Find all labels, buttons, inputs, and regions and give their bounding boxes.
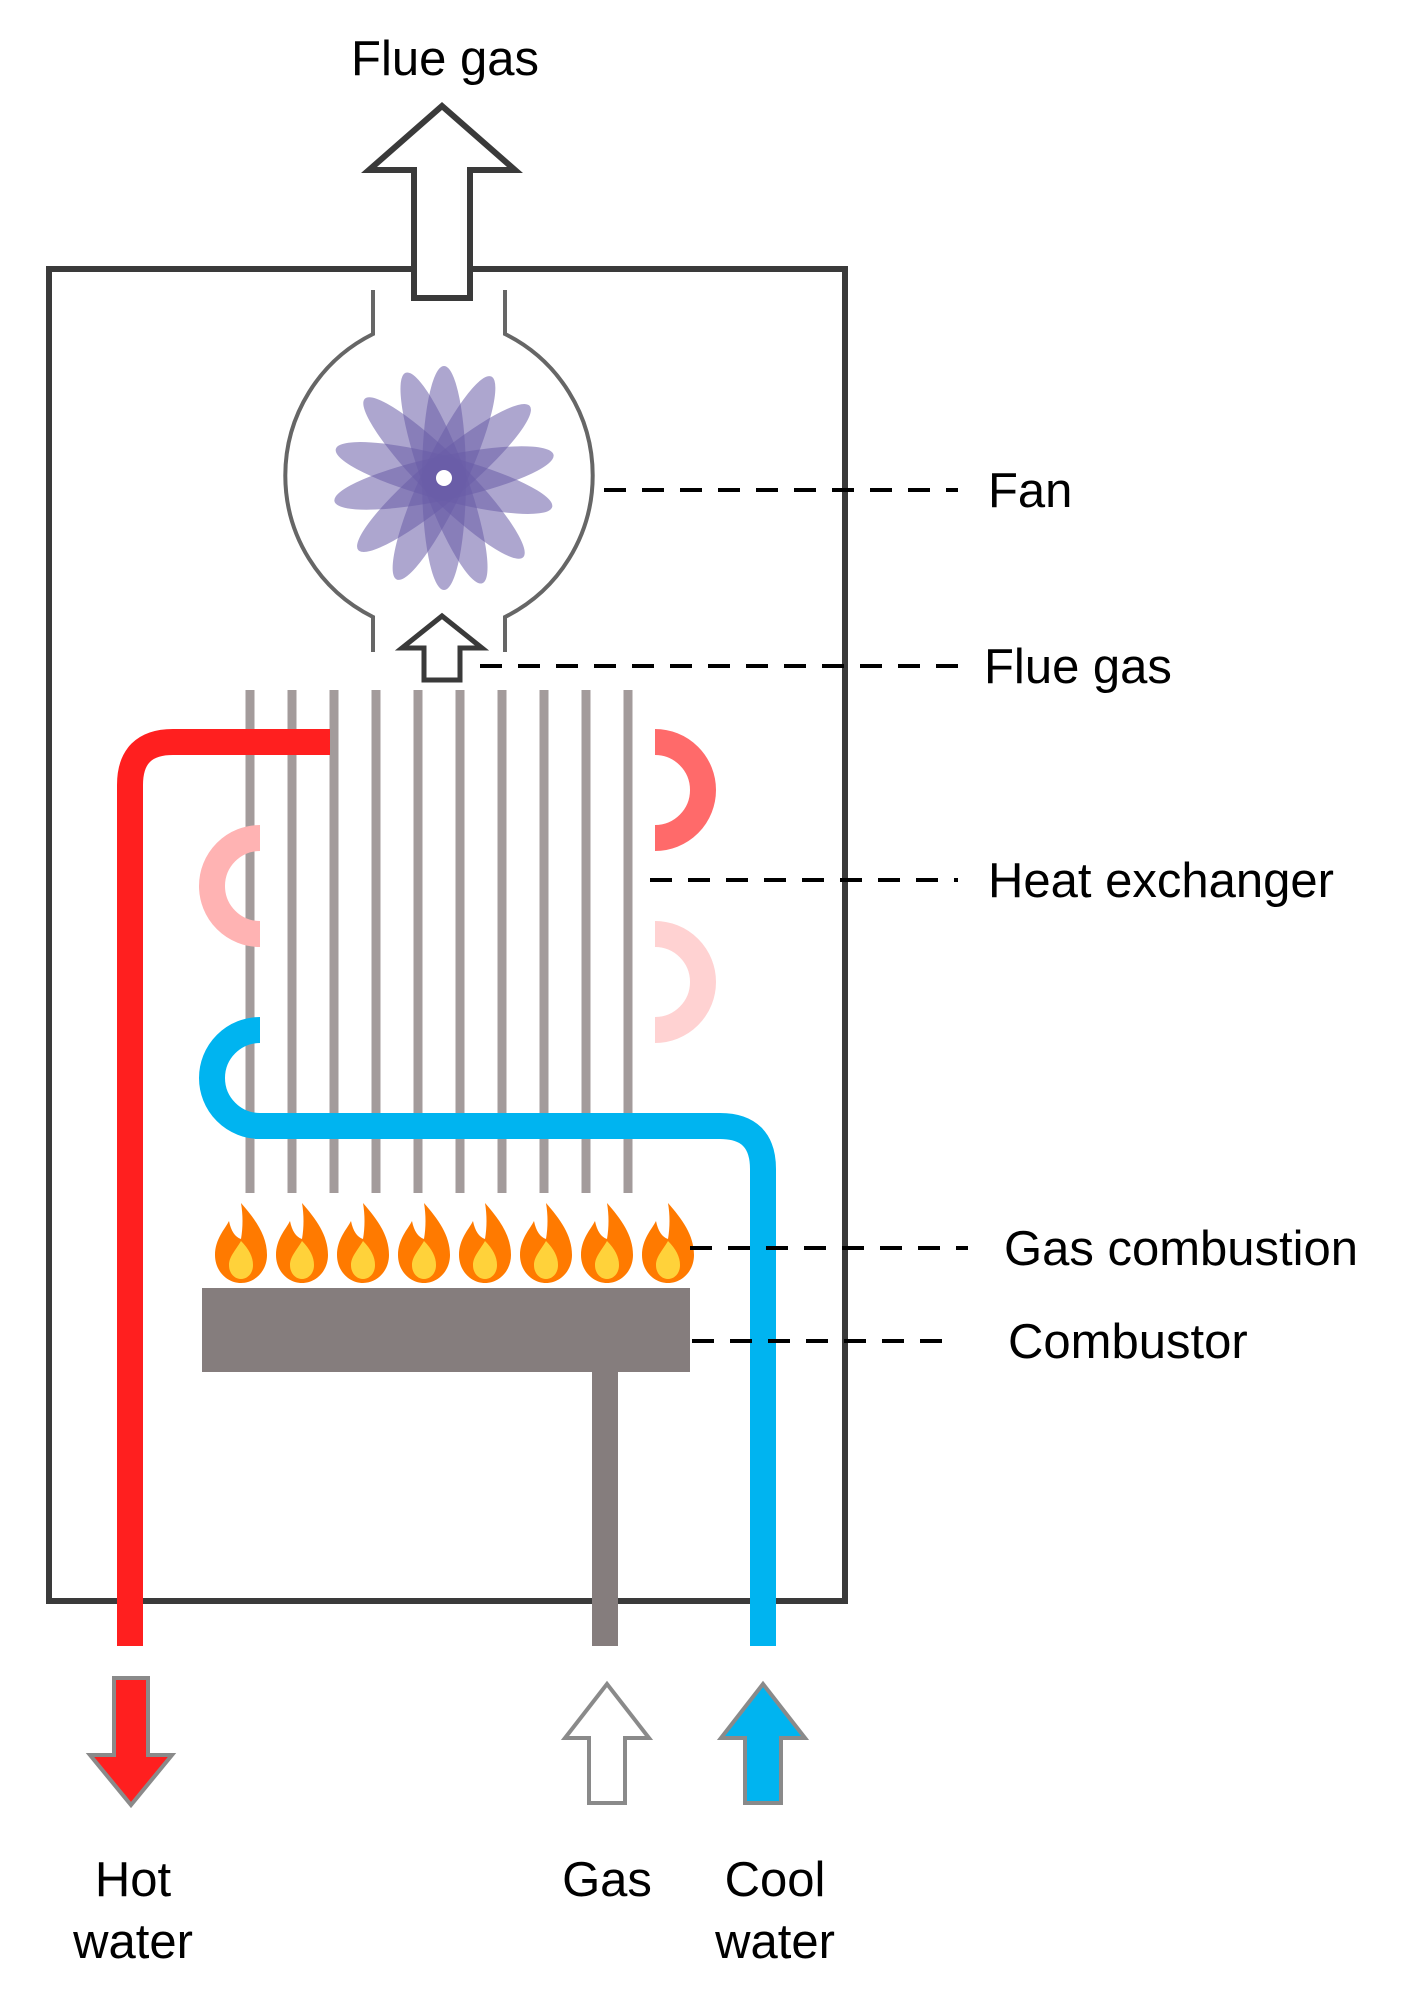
flame-icon bbox=[215, 1203, 694, 1283]
gas-arrow-up-icon bbox=[560, 1680, 654, 1805]
combustor-label: Combustor bbox=[1008, 1315, 1248, 1369]
serpentine-bend-3 bbox=[654, 921, 716, 1043]
combustor-block bbox=[202, 1288, 690, 1372]
cool-water-arrow-up-icon bbox=[716, 1680, 810, 1805]
heat-exchanger-label: Heat exchanger bbox=[988, 854, 1334, 908]
flue-gas-outlet-arrow bbox=[361, 102, 523, 301]
serpentine-bend-2 bbox=[199, 825, 261, 947]
cool-water-label-line2: water bbox=[714, 1915, 835, 1969]
cool-water-pipe bbox=[255, 1113, 776, 1646]
hot-water-pipe bbox=[117, 729, 330, 1646]
flue-gas-outlet-label: Flue gas bbox=[351, 32, 539, 86]
fan-label: Fan bbox=[988, 464, 1072, 518]
gas-label: Gas bbox=[562, 1853, 652, 1907]
hot-water-label-line2: water bbox=[72, 1915, 193, 1969]
leader-lines bbox=[480, 488, 968, 1343]
fan-housing bbox=[283, 290, 595, 652]
hot-water-label-line1: Hot bbox=[95, 1853, 172, 1907]
gas-combustion-label: Gas combustion bbox=[1004, 1222, 1358, 1276]
cool-water-label-line1: Cool bbox=[725, 1853, 826, 1907]
serpentine-bend-4 bbox=[199, 1017, 261, 1139]
gas-pipe bbox=[592, 1350, 618, 1646]
flue-gas-inner-label: Flue gas bbox=[984, 640, 1172, 694]
flue-gas-inner-arrow bbox=[394, 612, 490, 683]
hot-water-arrow-down-icon bbox=[85, 1676, 177, 1809]
fan-icon bbox=[334, 366, 554, 590]
serpentine-bend-1 bbox=[654, 729, 716, 851]
